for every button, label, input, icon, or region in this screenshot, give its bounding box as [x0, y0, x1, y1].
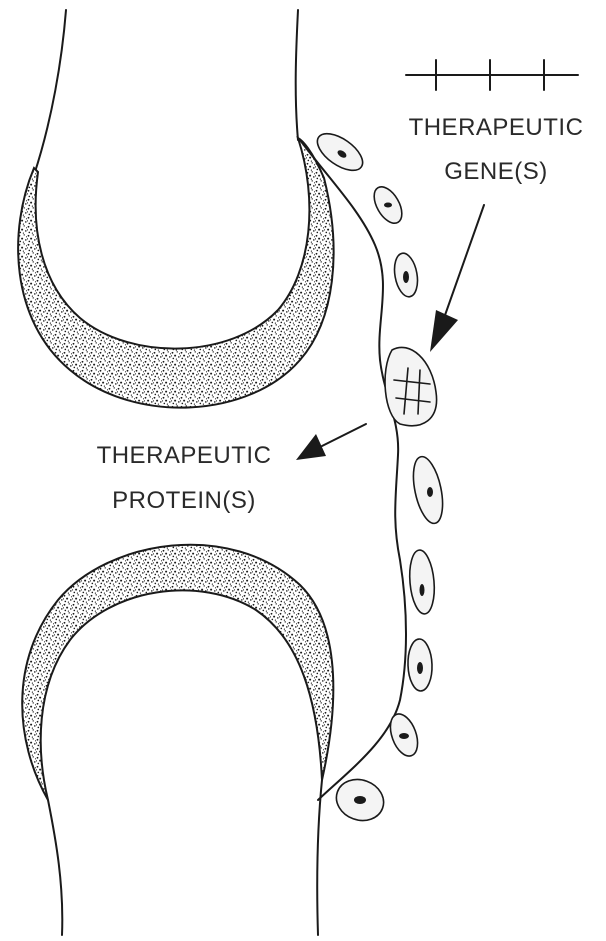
transduced-synovial-cell	[385, 347, 437, 425]
lower-bone-right-edge	[317, 780, 322, 935]
lower-cartilage	[22, 545, 333, 800]
upper-bone	[18, 10, 333, 408]
lower-bone-left-edge	[48, 800, 62, 935]
synovial-cell	[391, 251, 420, 298]
synovial-cell	[385, 710, 423, 760]
synovial-cell	[368, 182, 407, 228]
therapeutic-protein-label: THERAPEUTIC	[97, 442, 272, 469]
therapeutic-protein-label-line2: PROTEIN(S)	[112, 487, 256, 514]
upper-cartilage	[18, 138, 333, 408]
upper-bone-right-edge	[296, 10, 298, 140]
therapeutic-gene-label-line2: GENE(S)	[444, 158, 548, 185]
therapeutic-gene-label: THERAPEUTIC	[409, 114, 584, 141]
synovial-cell	[407, 549, 436, 615]
gene-symbol	[406, 60, 578, 90]
gene-delivery-arrow	[430, 205, 484, 352]
upper-bone-left-edge	[34, 10, 66, 175]
synovial-cell	[407, 639, 433, 692]
protein-secretion-arrow	[296, 424, 366, 460]
synovial-cell	[408, 454, 448, 526]
lower-bone	[22, 545, 333, 935]
